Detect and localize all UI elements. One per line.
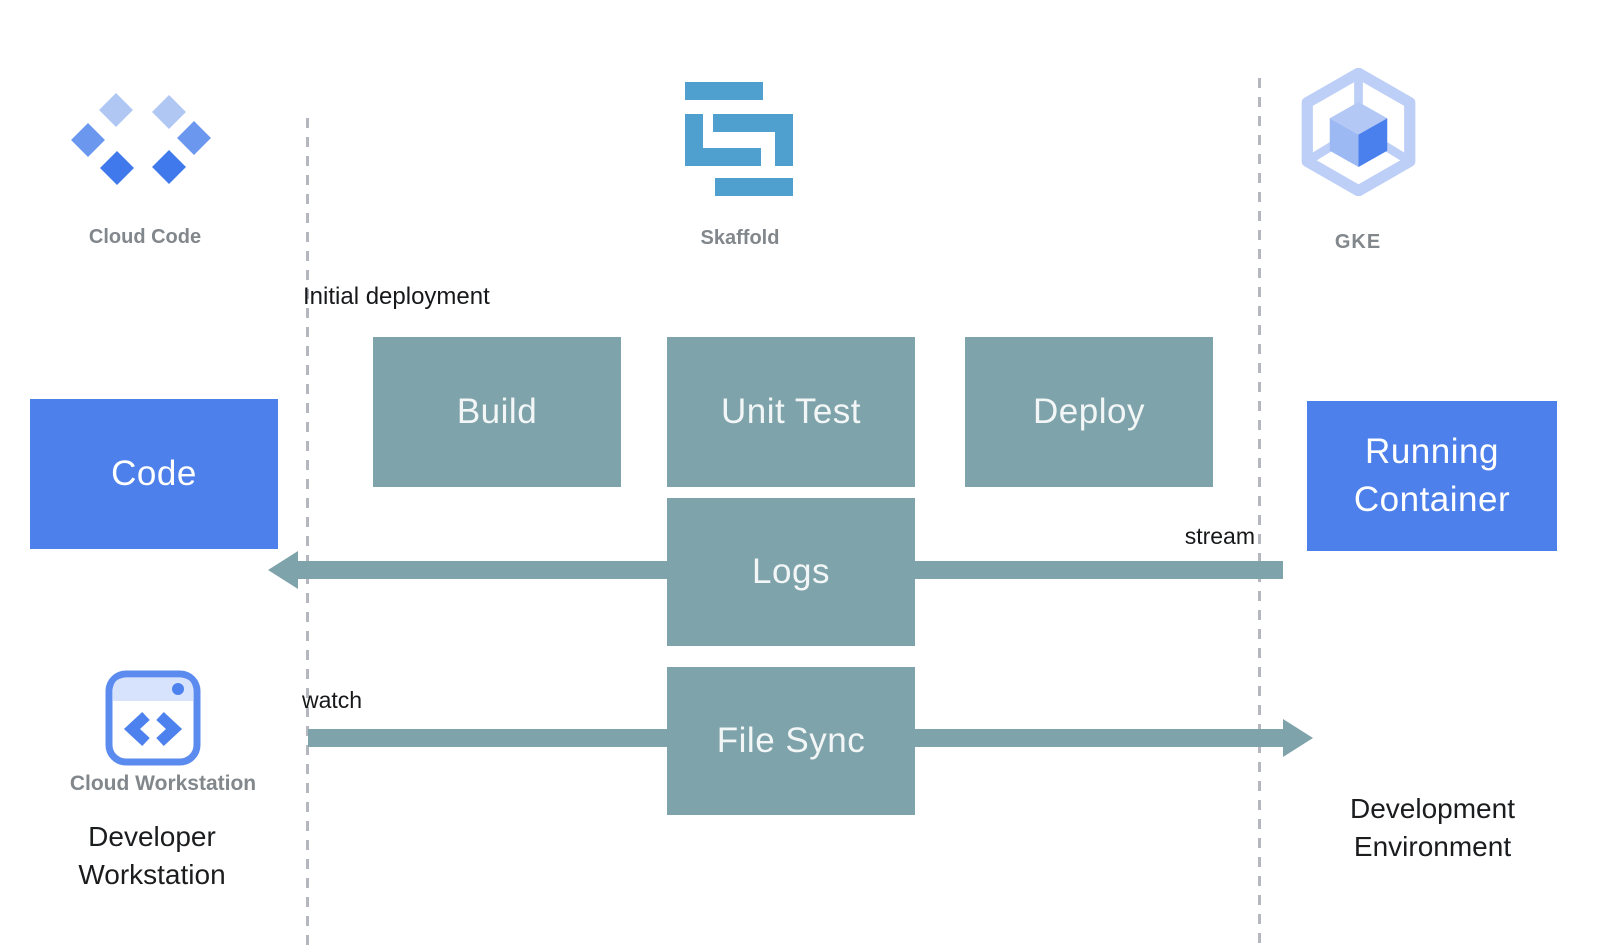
gke-icon <box>1301 68 1416 196</box>
initial-deployment-label: Initial deployment <box>303 283 490 310</box>
code-node: Code <box>30 399 278 549</box>
developer-workstation-title: Developer Workstation <box>78 821 226 890</box>
stream-arrowhead-icon <box>268 551 298 589</box>
left-lane-divider <box>306 118 309 948</box>
file-sync-node: File Sync <box>667 667 915 815</box>
watch-label: watch <box>302 687 363 713</box>
logs-node: Logs <box>667 498 915 646</box>
skaffold-icon <box>685 82 793 196</box>
development-environment-title: Development Environment <box>1350 793 1515 862</box>
stream-label: stream <box>1184 523 1255 549</box>
watch-arrowhead-icon <box>1283 719 1313 757</box>
right-lane-divider <box>1258 78 1261 948</box>
unit-test-node: Unit Test <box>667 337 915 487</box>
running-container-node: Running Container <box>1307 401 1557 551</box>
cloud-workstation-label: Cloud Workstation <box>69 772 257 795</box>
cloud-code-label: Cloud Code <box>88 226 202 248</box>
cloud-workstation-icon <box>105 670 201 766</box>
build-node: Build <box>373 337 621 487</box>
deploy-node: Deploy <box>965 337 1213 487</box>
gke-label: GKE <box>1334 231 1382 253</box>
cloud-code-icon <box>71 93 211 185</box>
skaffold-label: Skaffold <box>700 227 780 249</box>
